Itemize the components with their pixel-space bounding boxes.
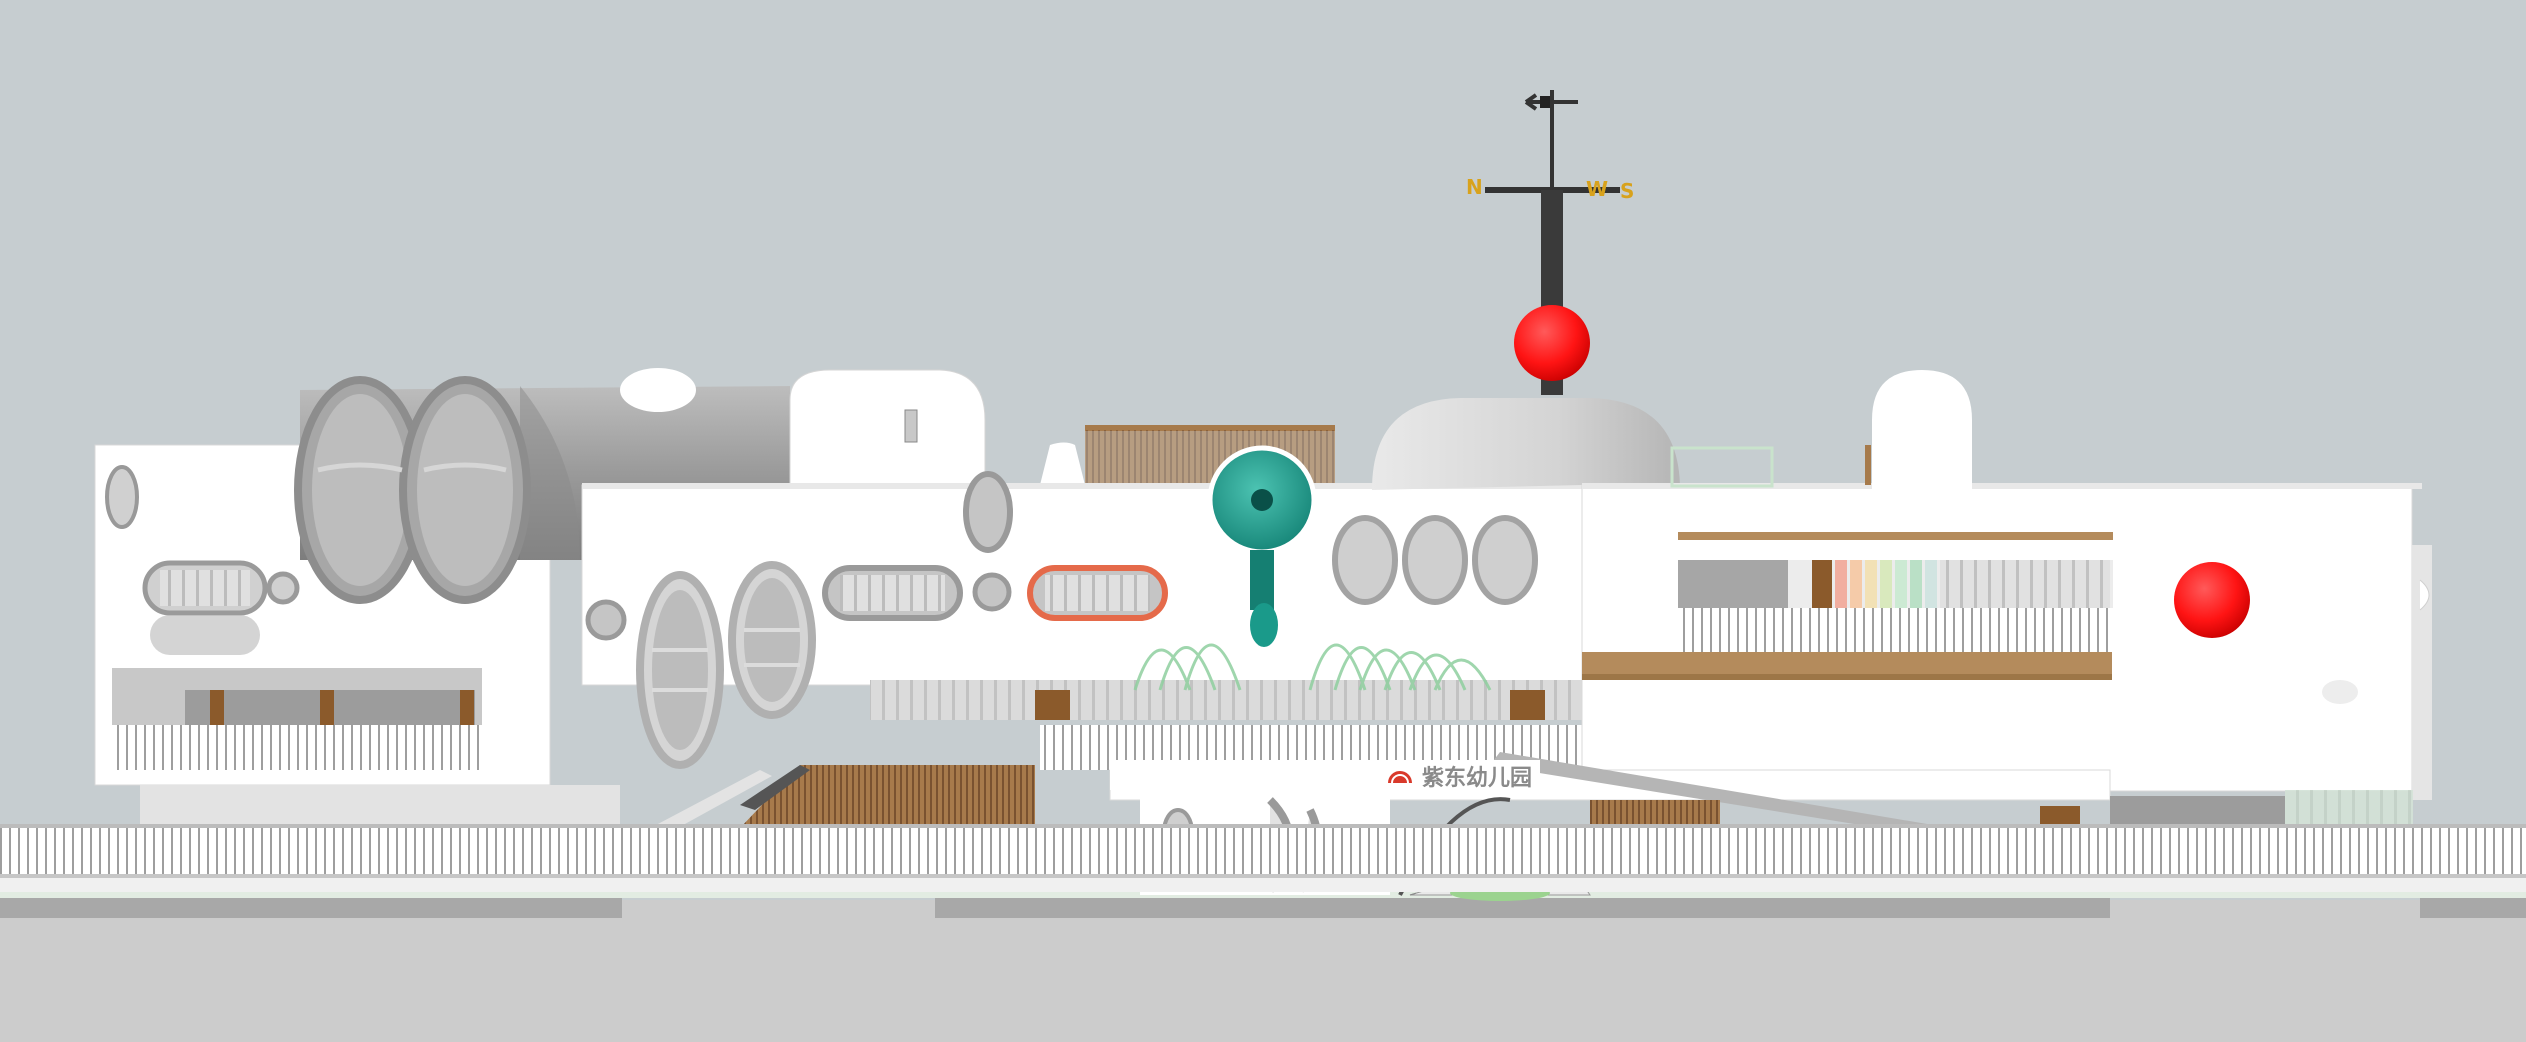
kindergarten-sign: 紫东幼儿园 — [1422, 765, 1532, 791]
teal-feature — [1207, 445, 1317, 647]
weather-vane-icon: N W S — [1466, 90, 1634, 395]
green-arches — [1133, 643, 1492, 691]
central-dome — [1372, 398, 1680, 610]
ground — [0, 900, 2526, 1042]
front-fence — [0, 826, 2526, 878]
rooftop-pod — [789, 369, 986, 491]
compass-west: W — [1586, 177, 1608, 201]
sign-logo-icon — [1388, 771, 1412, 784]
compass-south: S — [1620, 179, 1634, 203]
compass-north: N — [1466, 175, 1483, 199]
red-ball-accent — [2174, 562, 2250, 638]
